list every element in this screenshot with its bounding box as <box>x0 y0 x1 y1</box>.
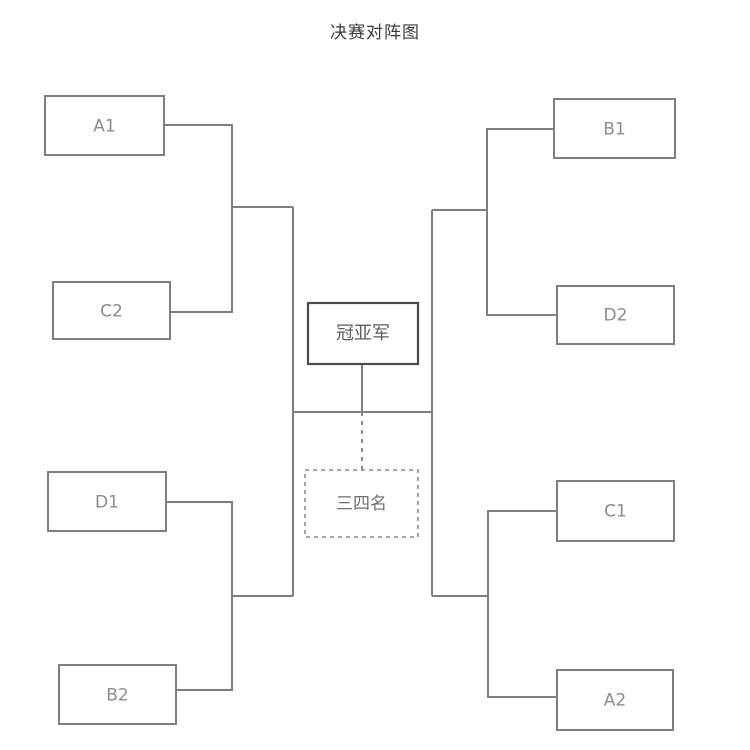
third-place-box-rect[interactable] <box>304 469 419 538</box>
team-box-b2[interactable]: B2 <box>58 664 177 725</box>
team-box-label: A1 <box>93 117 115 137</box>
team-box-label: B1 <box>603 120 625 140</box>
connector-right-upper <box>432 128 557 316</box>
third-place-box-label: 三四名 <box>336 494 387 514</box>
team-box-rect[interactable] <box>47 471 167 532</box>
team-box-label: D2 <box>604 306 628 326</box>
team-box-label: D1 <box>95 493 119 513</box>
team-box-c1[interactable]: C1 <box>556 480 675 542</box>
connector-left-lower <box>166 501 293 691</box>
right-upper-bracket: B1 D2 <box>553 98 676 345</box>
connector-right-lower <box>432 510 557 698</box>
team-box-rect[interactable] <box>58 664 177 725</box>
team-box-rect[interactable] <box>44 95 165 156</box>
team-box-b1[interactable]: B1 <box>553 98 676 159</box>
left-upper-bracket: A1 C2 <box>44 95 171 340</box>
page-title: 决赛对阵图 <box>330 23 420 43</box>
team-box-rect[interactable] <box>556 285 675 345</box>
team-box-label: C2 <box>100 302 123 322</box>
team-box-rect[interactable] <box>556 669 674 731</box>
team-box-rect[interactable] <box>556 480 675 542</box>
right-lower-bracket: C1 A2 <box>556 480 675 731</box>
final-box-rect[interactable] <box>306 301 420 366</box>
team-box-d1[interactable]: D1 <box>47 471 167 532</box>
third-place-match-box[interactable]: 三四名 <box>304 469 419 538</box>
team-box-label: B2 <box>106 686 128 706</box>
connector-group <box>164 124 557 698</box>
team-box-c2[interactable]: C2 <box>52 281 171 340</box>
team-box-a1[interactable]: A1 <box>44 95 165 156</box>
final-match-box[interactable]: 冠亚军 <box>306 301 420 366</box>
team-box-label: C1 <box>604 502 627 522</box>
team-box-rect[interactable] <box>52 281 171 340</box>
final-box-label: 冠亚军 <box>336 323 390 344</box>
team-box-d2[interactable]: D2 <box>556 285 675 345</box>
team-box-rect[interactable] <box>553 98 676 159</box>
left-lower-bracket: D1 B2 <box>47 471 177 725</box>
connector-left-upper <box>164 124 293 313</box>
team-box-label: A2 <box>604 691 626 711</box>
team-box-a2[interactable]: A2 <box>556 669 674 731</box>
